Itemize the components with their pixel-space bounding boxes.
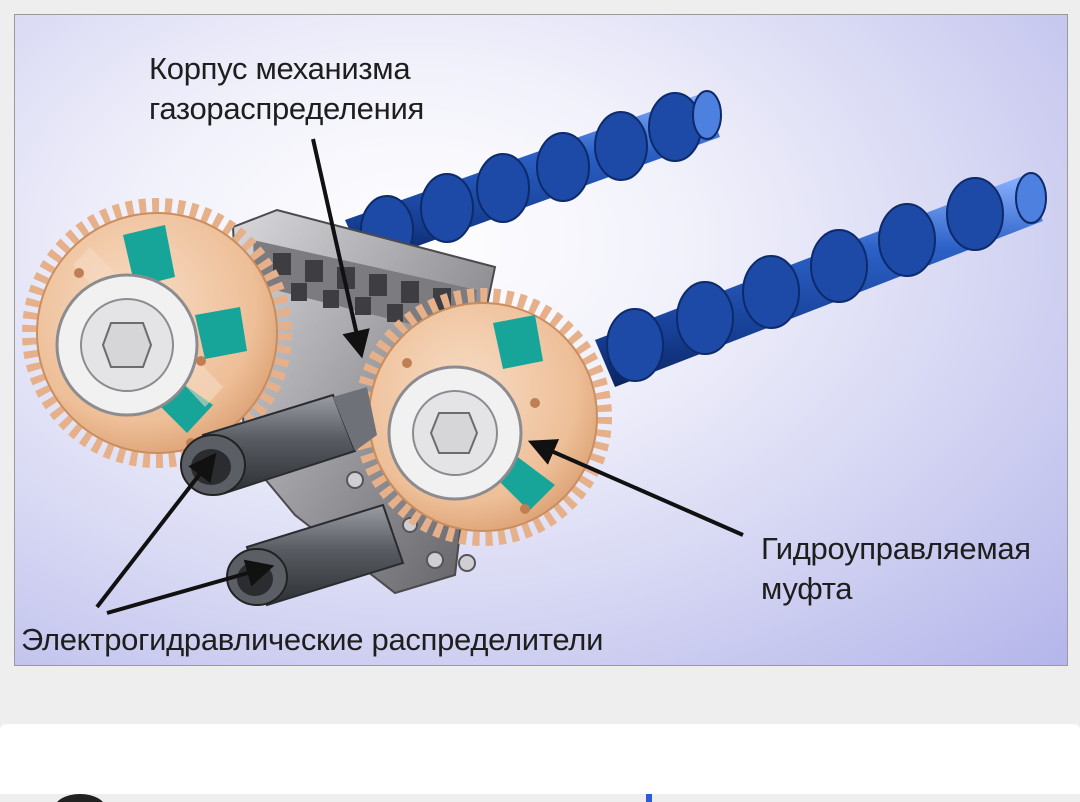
upper-camshaft-icon xyxy=(345,90,722,265)
distributor-arrow-upper-icon xyxy=(95,452,217,609)
hydraulic-coupling-icon xyxy=(354,288,612,546)
content-card xyxy=(0,724,1080,802)
coupling-label-line-1: Гидроуправляемая xyxy=(761,531,1031,566)
engine-diagram: Корпус механизма газораспределения Гидро… xyxy=(14,14,1068,666)
arrows xyxy=(95,138,744,615)
coupling-arrow-icon xyxy=(527,439,744,537)
housing-label-line-1: Корпус механизма xyxy=(149,51,411,86)
housing-label: Корпус механизма газораспределения xyxy=(149,49,424,129)
cropped-glyph xyxy=(54,794,106,802)
cropped-heading-fragment xyxy=(48,772,1048,802)
housing-label-line-2: газораспределения xyxy=(149,91,424,126)
distributor-arrow-lower-icon xyxy=(106,559,275,615)
coupling-label: Гидроуправляемая муфта xyxy=(761,529,1031,609)
left-sprocket-gear-icon xyxy=(22,198,292,468)
cropped-accent-glyph xyxy=(646,794,652,802)
distributors-label: Электрогидравлические распределители xyxy=(21,622,604,657)
coupling-label-line-2: муфта xyxy=(761,571,853,606)
housing-arrow-icon xyxy=(311,138,370,359)
engine-illustration xyxy=(22,90,1047,615)
lower-camshaft-icon xyxy=(595,172,1047,387)
